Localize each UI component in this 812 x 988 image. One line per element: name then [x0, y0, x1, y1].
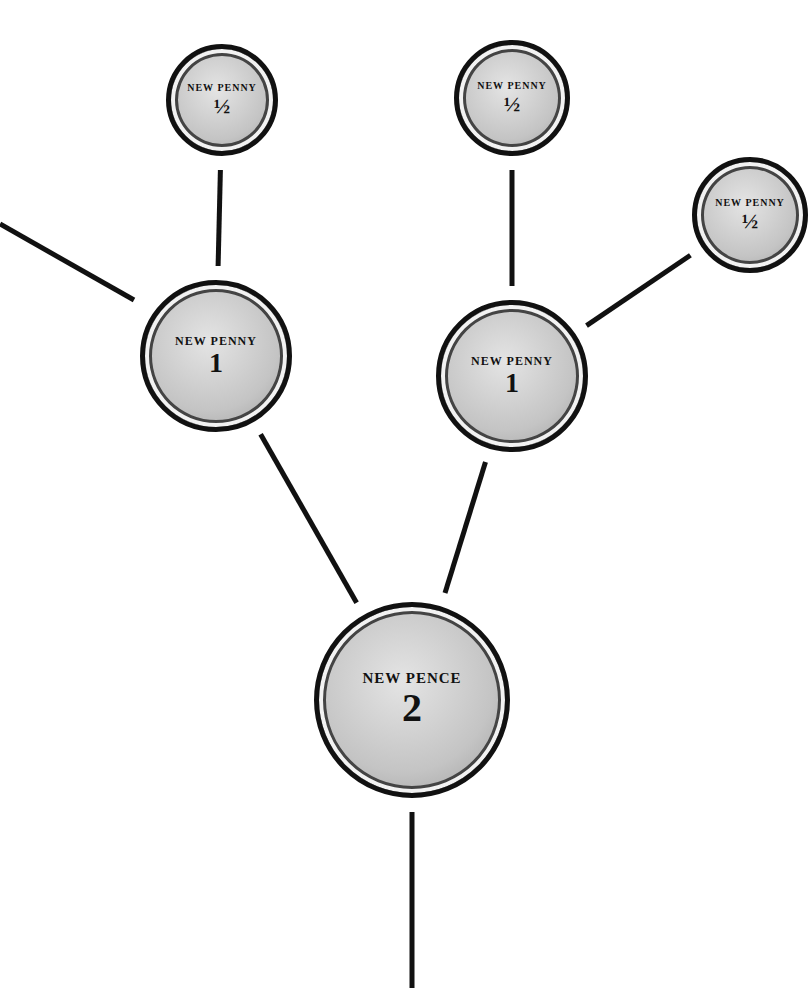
coin-circle: NEW PENNY½: [692, 157, 808, 273]
coin-value: 1: [209, 348, 223, 377]
branch-line: [261, 434, 357, 603]
coin-circle: NEW PENNY1: [436, 300, 588, 452]
coin-value: 2: [402, 687, 422, 729]
coin-value: ½: [214, 94, 231, 117]
coin-legend: NEW PENNY: [187, 83, 257, 94]
coin-legend: NEW PENNY: [715, 198, 785, 209]
branch-line: [510, 170, 515, 286]
branch-stub: [0, 224, 134, 300]
coin-circle: NEW PENNY1: [140, 280, 292, 432]
coin-circle: NEW PENCE2: [314, 602, 510, 798]
coin-legend: NEW PENNY: [471, 355, 553, 368]
branch-line: [445, 462, 486, 593]
coin-circle: NEW PENNY½: [454, 40, 570, 156]
coin-value: ½: [742, 209, 759, 232]
coin-legend: NEW PENNY: [477, 81, 547, 92]
coin-value: 1: [505, 368, 519, 397]
coin-legend: NEW PENNY: [175, 335, 257, 348]
coin-circle: NEW PENNY½: [166, 44, 278, 156]
branch-line: [218, 170, 220, 266]
coin-legend: NEW PENCE: [362, 671, 461, 687]
branch-line: [587, 255, 691, 325]
trunk-line: [410, 812, 415, 988]
coin-value: ½: [504, 92, 521, 115]
